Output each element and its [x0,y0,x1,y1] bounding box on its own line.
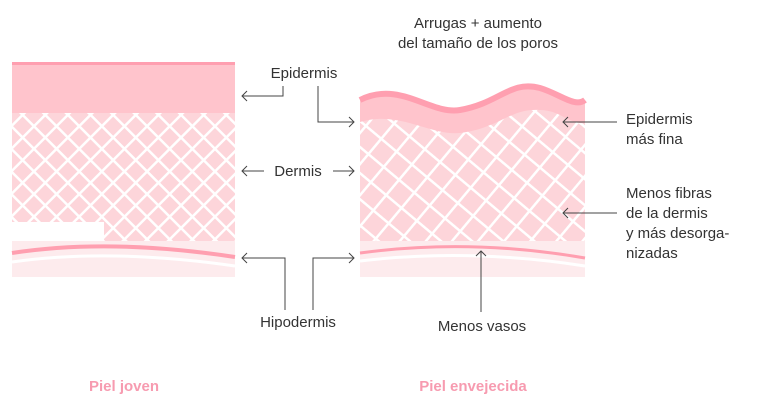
arrow-vasos [475,250,487,312]
label-hipodermis: Hipodermis [260,314,336,331]
label-fibras-3: y más desorga- [626,225,729,242]
label-fibras-4: nizadas [626,245,678,262]
young-dermis-gap [12,222,104,241]
young-skin-illustration [11,62,236,277]
arrow-epidermis-left [241,86,284,102]
young-vessel [11,244,236,259]
aged-title-line2: del tamaño de los poros [398,35,558,52]
arrow-hipodermis-left [241,252,286,310]
label-epidermis-fina-2: más fina [626,131,683,148]
aged-vessel [359,245,586,260]
aged-title-line1: Arrugas + aumento [414,15,542,32]
label-epidermis: Epidermis [271,65,338,82]
label-fibras-2: de la dermis [626,205,708,222]
label-epidermis-fina-1: Epidermis [626,111,693,128]
caption-aged-skin: Piel envejecida [419,378,527,395]
label-dermis: Dermis [274,163,322,180]
arrow-fibras [562,207,617,219]
young-epidermis [12,62,235,113]
label-vasos: Menos vasos [438,318,526,335]
arrow-dermis-right [333,165,355,177]
arrow-epidermis-fina [562,116,617,128]
arrow-epidermis-right [317,86,355,128]
young-dermis [12,113,235,241]
arrow-hipodermis-right [312,252,355,310]
caption-young-skin: Piel joven [89,378,159,395]
arrow-dermis-left [241,165,264,177]
aged-skin-illustration [358,83,587,277]
label-fibras-1: Menos fibras [626,185,712,202]
aged-dermis [360,97,585,241]
